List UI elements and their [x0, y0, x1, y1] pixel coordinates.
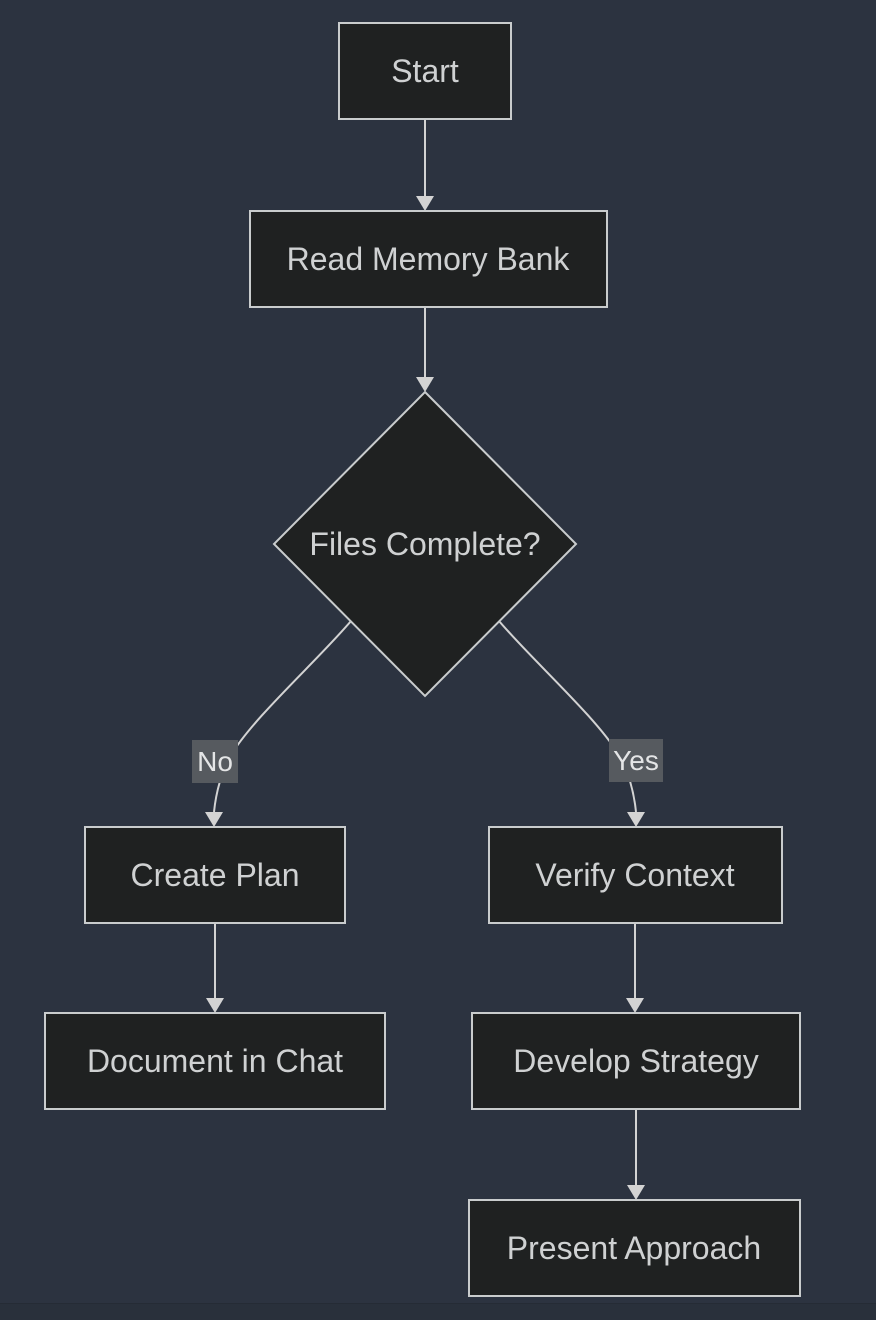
edge-label-no-bg	[192, 740, 238, 783]
edge-group	[213, 119, 637, 1185]
edge-label-yes: Yes	[609, 739, 663, 782]
pane-bottom-edge	[0, 1303, 876, 1320]
node-develop-strategy-label: Develop Strategy	[513, 1043, 758, 1079]
node-present-approach: Present Approach	[468, 1199, 801, 1297]
node-start-label: Start	[391, 53, 459, 89]
node-document-in-chat: Document in Chat	[44, 1012, 386, 1110]
edge-label-no: No	[192, 740, 238, 783]
edge-decision-to-create-plan	[213, 620, 352, 813]
edge-decision-to-verify-context	[498, 620, 637, 813]
node-verify-context-label: Verify Context	[535, 857, 734, 893]
node-create-plan-box	[84, 826, 346, 924]
node-verify-context: Verify Context	[488, 826, 783, 924]
arrowhead-icon	[416, 377, 434, 392]
node-files-complete-label: Files Complete?	[309, 526, 540, 562]
arrowhead-icon	[626, 998, 644, 1013]
node-develop-strategy-box	[471, 1012, 801, 1110]
node-create-plan: Create Plan	[84, 826, 346, 924]
arrowhead-icon	[206, 998, 224, 1013]
node-present-approach-label: Present Approach	[507, 1230, 761, 1266]
node-present-approach-box	[468, 1199, 801, 1297]
node-document-in-chat-box	[44, 1012, 386, 1110]
node-read-memory-bank-box	[249, 210, 608, 308]
arrowhead-icon	[627, 1185, 645, 1200]
arrowhead-icon	[416, 196, 434, 211]
node-start: Start	[338, 22, 512, 120]
arrowhead-icon	[627, 812, 645, 827]
edge-label-no-text: No	[197, 746, 233, 777]
arrowhead-icon	[205, 812, 223, 827]
node-document-in-chat-label: Document in Chat	[87, 1043, 343, 1079]
node-read-memory-bank-label: Read Memory Bank	[287, 241, 571, 277]
edge-label-yes-text: Yes	[613, 745, 659, 776]
node-files-complete-decision: Files Complete?	[272, 390, 578, 698]
edge-label-yes-bg	[609, 739, 663, 782]
node-verify-context-box	[488, 826, 783, 924]
node-develop-strategy: Develop Strategy	[471, 1012, 801, 1110]
node-read-memory-bank: Read Memory Bank	[249, 210, 608, 308]
decision-diamond	[272, 390, 578, 698]
arrowhead-group	[205, 196, 645, 1200]
node-start-box	[338, 22, 512, 120]
node-create-plan-label: Create Plan	[131, 857, 300, 893]
